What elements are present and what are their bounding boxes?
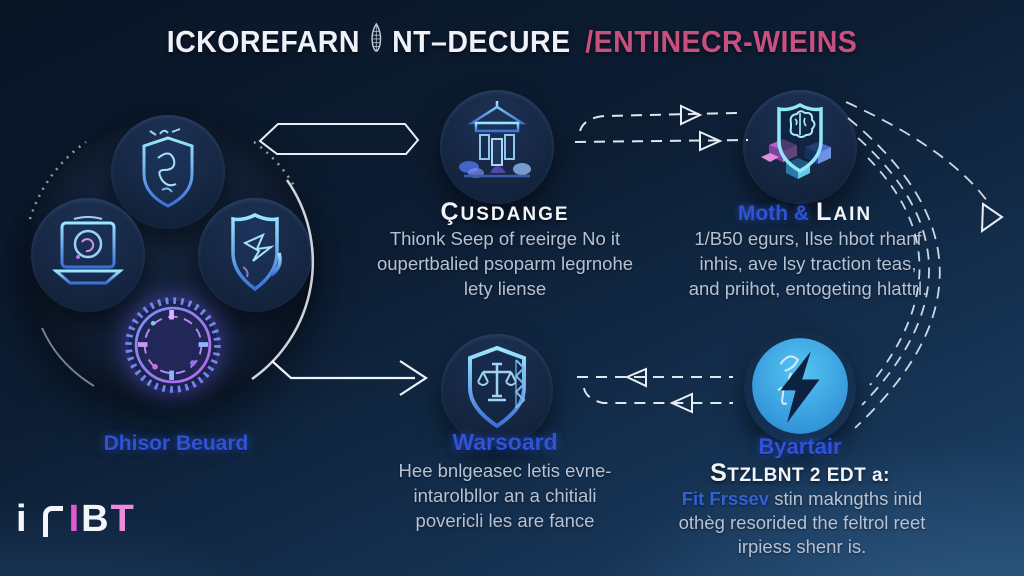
arrow-dashed-top-1: [579, 112, 738, 132]
step-heading-cusdange: Çusdange: [440, 198, 570, 226]
step-body-byartair-prefix: Fit Frssev: [681, 488, 770, 509]
arrowhead-top-2: [699, 130, 723, 152]
arc-dashed-right-top: [845, 101, 991, 206]
step-heading-mothlain: Moth & Lain: [655, 198, 955, 227]
shield-brain-icon: [755, 99, 845, 196]
glow-clock-icon: [121, 293, 225, 397]
arrow-solid-hub-to-warsoard: [271, 360, 415, 380]
logo-letter: T: [110, 498, 136, 540]
step-body-mothlain: 1/B50 egurs, Ilse hbot rhanf inhis, ave …: [688, 228, 928, 299]
arrowhead-mid-1: [624, 367, 647, 388]
step-node-cusdange: [440, 90, 554, 204]
temple-icon: [454, 99, 540, 196]
title-part-1: ICKOREFARN: [166, 24, 360, 59]
hub-node-top: [111, 115, 225, 229]
hub-label: Dhisor Beuard: [103, 432, 249, 455]
logo-corner-glyph: [42, 506, 63, 537]
feather-icon: [365, 22, 386, 62]
logo-letter: B: [81, 498, 111, 540]
step-body-byartair-rest: stin makngths inid othèg resorided the f…: [678, 488, 926, 557]
step-heading-byartair: Byartair: [758, 434, 842, 459]
arrow-dashed-mid-2: [583, 387, 733, 404]
title-part-2: NT–DECURE: [392, 24, 571, 59]
arrowhead-solid: [399, 360, 429, 396]
step-node-mothlain: [743, 90, 857, 204]
arrowhead-right-arc: [980, 202, 1004, 233]
step-body-byartair: Fit Frssev stin makngths inid othèg reso…: [632, 487, 972, 559]
title-part-3: /ENTINECR-WIEINS: [585, 24, 858, 59]
step-subheading-byartair: STZLBNT 2 EDT a:: [710, 459, 890, 487]
logo-letter-i: i: [16, 498, 29, 540]
shield-scales-icon: [454, 342, 540, 439]
shield-scribble-icon: [215, 209, 295, 302]
step-node-warsoard: [441, 334, 553, 446]
step-heading-warsoard: Warsoard: [452, 429, 558, 455]
arrow-dashed-top-2: [574, 139, 749, 143]
shield-crest-icon: [128, 126, 208, 219]
step-body-warsoard: Hee bnlgeasec letis evne- intarolbllor a…: [398, 460, 612, 531]
logo-letter: I: [68, 498, 82, 540]
lightning-bolt-icon: [750, 336, 850, 441]
page-title: ICKOREFARN NT–DECURE /ENTINECR-WIEINS: [41, 22, 983, 62]
step-body-cusdange: Thionk Seep of reeirge No it oupertbalie…: [376, 228, 634, 299]
step-node-byartair: [744, 332, 856, 444]
arrowhead-top-1: [680, 104, 703, 126]
laptop-emblem-icon: [48, 213, 128, 298]
step-heading-mothlain-blue: Moth &: [737, 202, 810, 225]
brand-logo: i I B T: [16, 498, 136, 541]
hexagon-connector: [258, 123, 420, 155]
arrowhead-mid-2: [669, 392, 693, 414]
step-heading-mothlain-white: Lain: [816, 198, 873, 226]
